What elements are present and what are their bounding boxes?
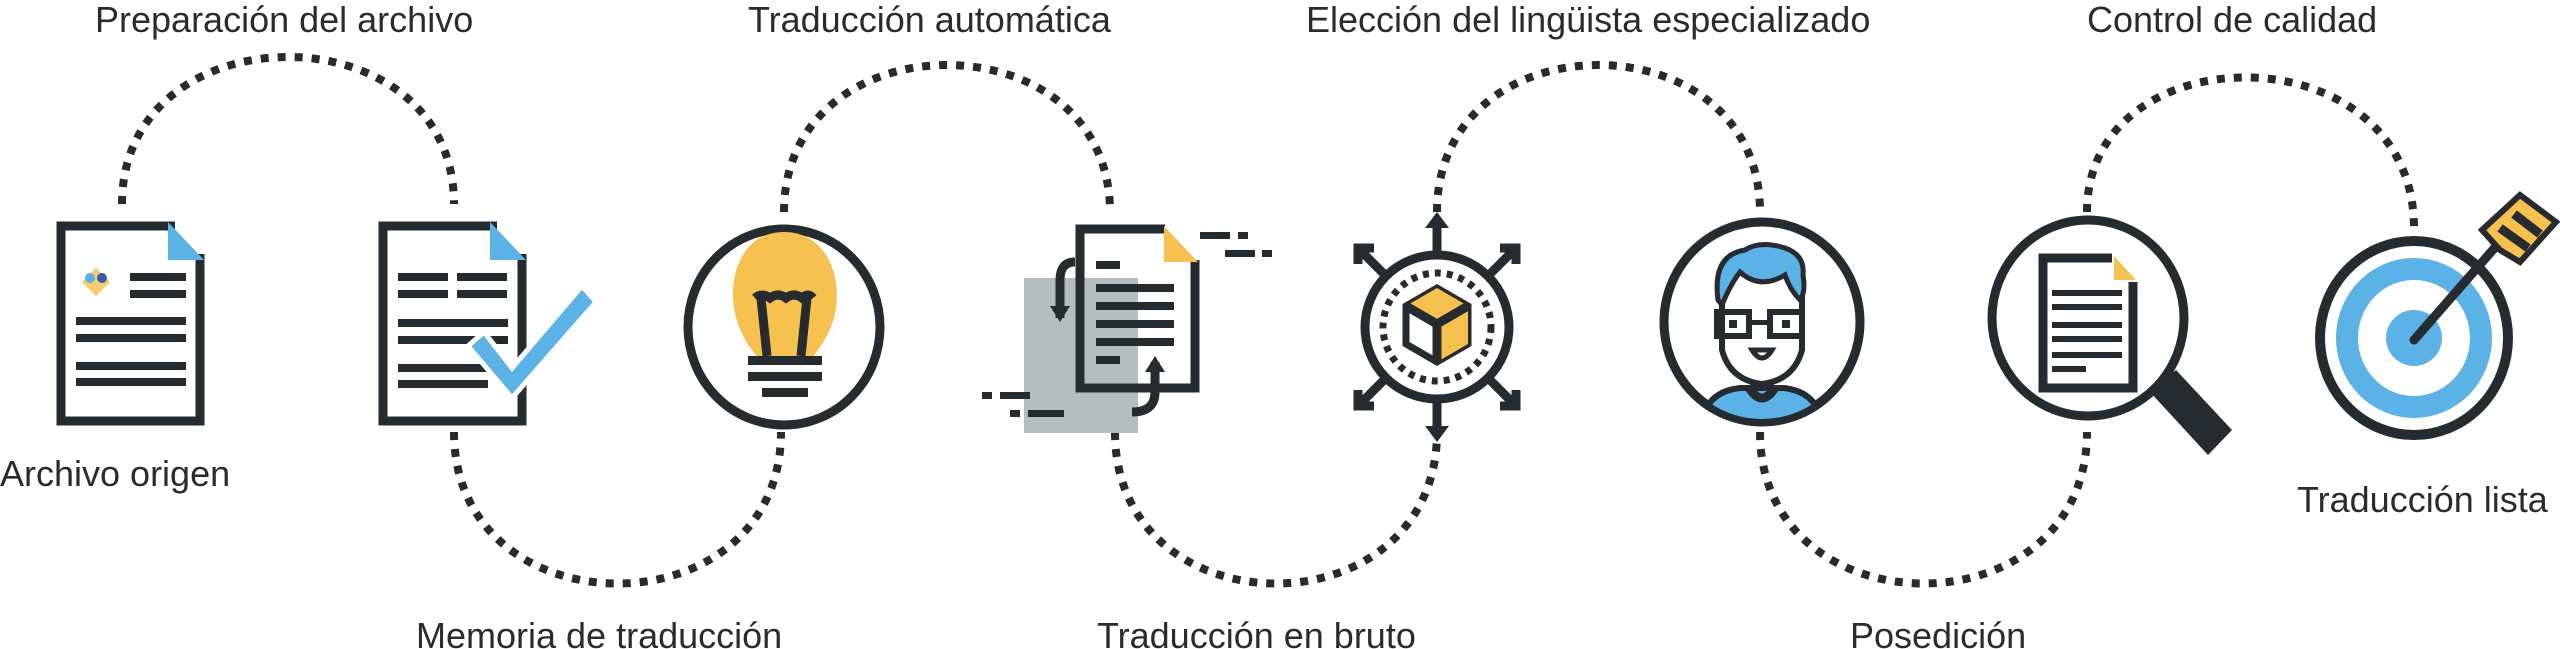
magnifier-document-icon: [1987, 215, 2232, 455]
cube-expand-icon: [1353, 212, 1521, 442]
connectors: [118, 53, 2418, 588]
connector-arc: [2083, 73, 2418, 229]
label-archivo-origen: Archivo origen: [0, 453, 230, 494]
connector-arc: [1433, 61, 1764, 213]
connector-arc: [1756, 431, 2091, 588]
connector-arc: [450, 431, 785, 588]
label-preparacion: Preparación del archivo: [95, 0, 473, 40]
label-traduccion-automatica: Traducción automática: [748, 0, 1112, 40]
connector-arc: [780, 61, 1114, 213]
connector-arc: [1111, 431, 1441, 588]
lightbulb-icon: [683, 224, 885, 430]
document-icon: [56, 221, 205, 426]
target-arrow-icon: [2315, 191, 2560, 440]
label-control-calidad: Control de calidad: [2087, 0, 2377, 40]
label-posedicion: Posedición: [1850, 615, 2026, 649]
label-traduccion-lista: Traducción lista: [2297, 479, 2549, 520]
label-eleccion-linguista: Elección del lingüista especializado: [1306, 0, 1870, 40]
document-check-icon: [378, 221, 600, 426]
label-memoria-traduccion: Memoria de traducción: [416, 615, 782, 649]
document-translate-icon: [982, 224, 1272, 433]
connector-arc: [118, 53, 458, 205]
label-traduccion-bruto: Traducción en bruto: [1097, 615, 1416, 649]
linguist-avatar-icon: [1659, 217, 1865, 427]
